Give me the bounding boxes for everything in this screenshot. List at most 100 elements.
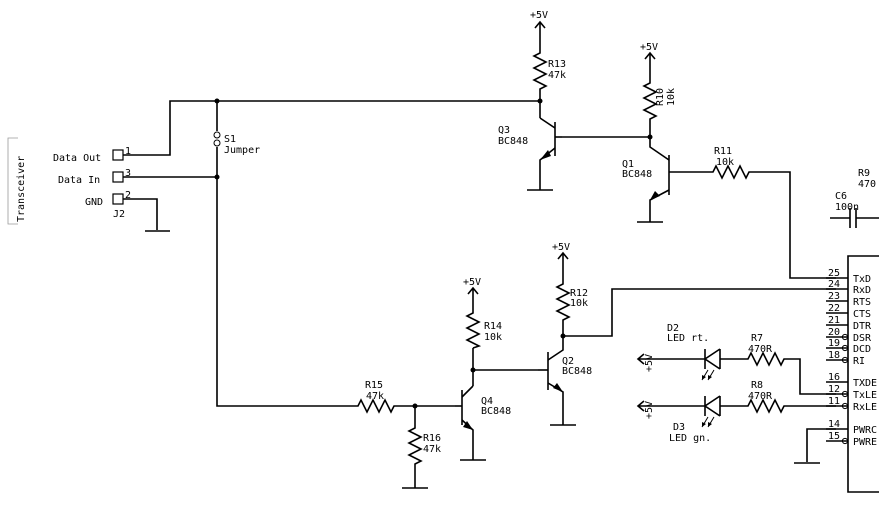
resistor-ref: R9	[858, 168, 870, 179]
jumper-name: Jumper	[224, 145, 260, 156]
junctions	[214, 98, 653, 409]
ic-pin-name: RI	[853, 356, 865, 367]
ic-pin-number: 15	[828, 431, 840, 442]
supply-label: +5V	[552, 242, 570, 253]
resistor-value: 47k	[548, 70, 566, 81]
supply-label: +5V	[644, 354, 655, 372]
supply-label: +5V	[640, 42, 658, 53]
transistor-type: BC848	[622, 169, 652, 180]
supply-arrow-icon	[636, 353, 660, 365]
transistor-ref: Q1	[622, 159, 634, 170]
ic-pin-inversion-dot	[841, 356, 849, 364]
transistor-q3: Q3 BC848	[498, 122, 562, 170]
transistor-ref: Q3	[498, 125, 510, 136]
connector-ref: J2	[113, 209, 125, 220]
ic-pin-name: RxD	[853, 285, 871, 296]
pin-label-data-in: Data In	[58, 175, 100, 186]
pin-num-3: 3	[125, 168, 131, 179]
pin-box-3	[112, 171, 124, 183]
ic-pin-number: 24	[828, 279, 840, 290]
supply-arrow-icon	[534, 20, 546, 50]
transistor-q4: Q4 BC848	[455, 390, 511, 430]
ic-pin-number: 12	[828, 384, 840, 395]
pin-num-1: 1	[125, 146, 131, 157]
supplies: +5V +5V +5V +5V +5V +5V	[463, 10, 660, 419]
resistor-value: 47k	[423, 444, 441, 455]
supply-label: +5V	[463, 277, 481, 288]
resistor-value: 10k	[716, 157, 734, 168]
supply-arrow-icon	[557, 251, 569, 280]
ic-pin-inversion-dot	[841, 390, 849, 398]
pin-label-data-out: Data Out	[53, 153, 101, 164]
ic-pin-inversion-dot	[841, 437, 849, 445]
pin-label-gnd: GND	[85, 197, 103, 208]
resistor-value: 47k	[366, 391, 384, 402]
resistor-value: 470	[858, 179, 876, 190]
supply-label: +5V	[644, 401, 655, 419]
transistor-type: BC848	[498, 136, 528, 147]
resistor-ref: R7	[751, 333, 763, 344]
resistor-r7: R7 470R	[745, 333, 785, 367]
resistor-ref: R16	[423, 433, 441, 444]
resistor-value: 10k	[484, 332, 502, 343]
ic-pin-name: DCD	[853, 344, 871, 355]
transistor-type: BC848	[562, 366, 592, 377]
resistor-ref: R13	[548, 59, 566, 70]
resistor-value: 470R	[748, 391, 773, 402]
resistor-r9: R9 470	[858, 168, 876, 190]
ic-pin-number: 20	[828, 327, 840, 338]
ic-pin-inversion-dot	[841, 402, 849, 410]
resistor-ref: R15	[365, 380, 383, 391]
light-arrow-icon	[701, 369, 715, 381]
resistor-r8: R8 470R	[745, 380, 785, 414]
led-d3: D3 LED gn.	[669, 395, 721, 444]
resistor-r14: R14 10k	[465, 310, 502, 349]
transceiver-connector: Transceiver Data Out Data In GND 1 3 2 J…	[7, 137, 170, 232]
ic-pin-inversion-dot	[841, 333, 849, 341]
led-label: LED rt.	[667, 333, 709, 344]
transistor-type: BC848	[481, 406, 511, 417]
resistor-ref: R10	[655, 88, 666, 106]
resistor-ref: R11	[714, 146, 732, 157]
supply-arrow-icon	[636, 400, 660, 412]
resistor-value: 10k	[570, 298, 588, 309]
ic-pin-number: 18	[828, 350, 840, 361]
ic-pin-name: TxD	[853, 274, 871, 285]
resistor-r12: R12 10k	[555, 280, 588, 323]
ic-pin-name: CTS	[853, 309, 871, 320]
transistor-ref: Q2	[562, 356, 574, 367]
resistor-value: 470R	[748, 344, 773, 355]
resistor-r16: R16 47k	[407, 425, 441, 465]
transistor-q1: Q1 BC848	[622, 155, 670, 200]
resistor-ref: R14	[484, 321, 502, 332]
resistor-value: 10k	[666, 88, 677, 106]
resistor-ref: R8	[751, 380, 763, 391]
jumper-s1: S1 Jumper	[213, 131, 260, 156]
ic-pin-number: 23	[828, 291, 840, 302]
ic-pin-name: TxLE	[853, 390, 877, 401]
ic-pin-number: 11	[828, 396, 840, 407]
ic-pin-name: RTS	[853, 297, 871, 308]
supply-label: +5V	[530, 10, 548, 21]
ic-pin-name: RxLE	[853, 402, 877, 413]
ic-pin-number: 19	[828, 338, 840, 349]
pin-box-1	[112, 149, 124, 161]
light-arrow-icon	[701, 416, 715, 428]
ic-pin-name: TXDE	[853, 378, 877, 389]
resistor-r10: R10 10k	[642, 80, 677, 120]
resistor-r11: R11 10k	[710, 146, 750, 180]
supply-arrow-icon	[644, 51, 656, 80]
transceiver-label: Transceiver	[16, 156, 27, 222]
ic-pin-name: DTR	[853, 321, 872, 332]
ic-pin-number: 21	[828, 315, 840, 326]
ic-uart: 25TxD24RxD23RTS22CTS21DTR20DSR19DCD18RI1…	[826, 255, 879, 493]
ic-pin-number: 16	[828, 372, 840, 383]
led-d2: D2 LED rt.	[667, 323, 721, 381]
resistor-r13: R13 47k	[532, 50, 566, 91]
resistor-r15: R15 47k	[355, 380, 395, 414]
pin-num-2: 2	[125, 190, 131, 201]
supply-arrow-icon	[467, 286, 479, 310]
resistor-ref: R12	[570, 288, 588, 299]
capacitor-c6: C6 100n	[835, 191, 879, 228]
